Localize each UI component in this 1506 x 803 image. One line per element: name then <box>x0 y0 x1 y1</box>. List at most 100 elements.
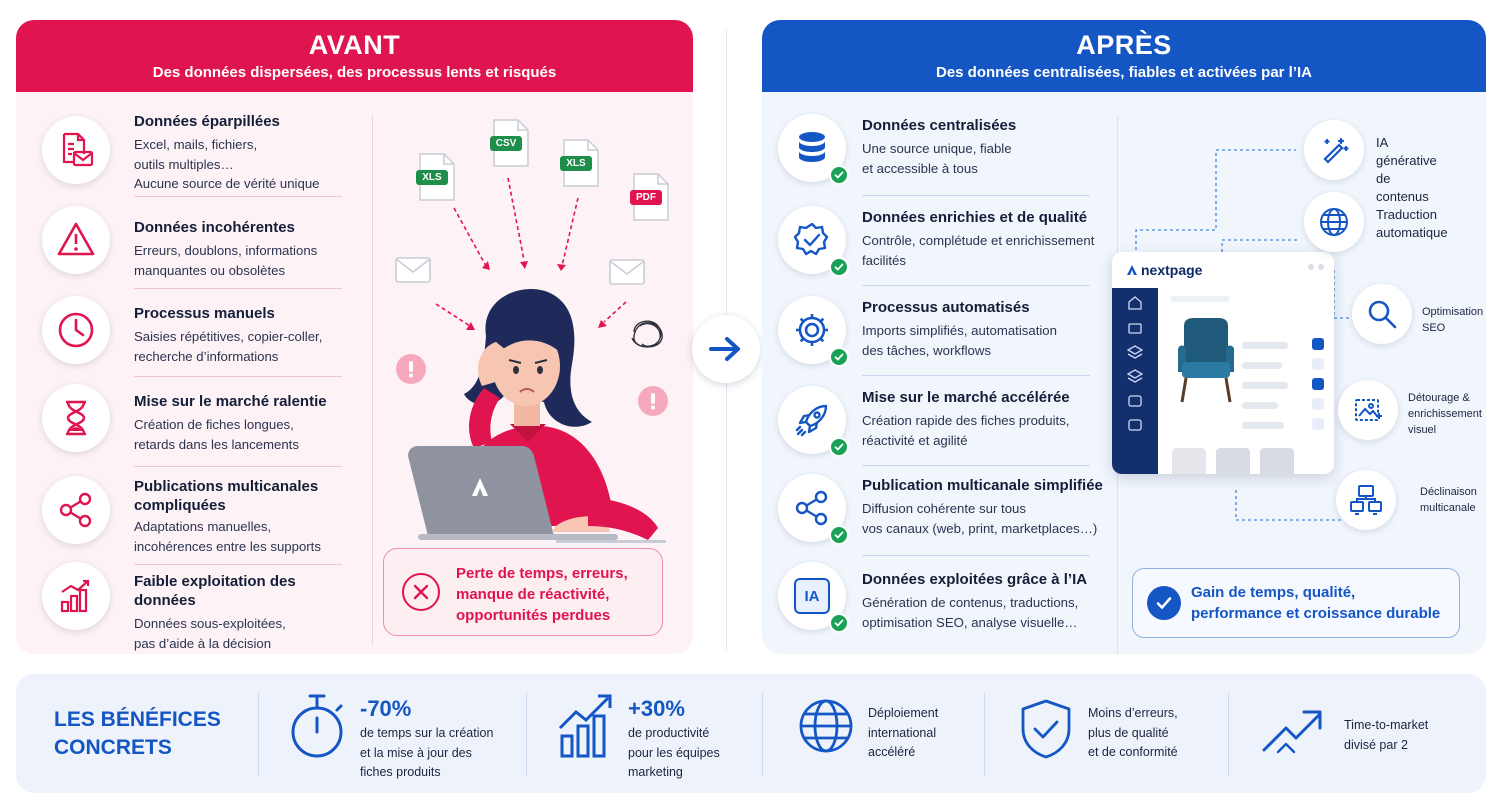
feature-label: Déclinaison multicanale <box>1420 486 1477 514</box>
benefit-quality: Moins d’erreurs, plus de qualité et de c… <box>1016 674 1216 793</box>
divider <box>134 376 342 377</box>
divider <box>862 555 1090 556</box>
item-desc: Une source unique, fiable et accessible … <box>862 141 1012 176</box>
item-desc: Création de fiches longues, retards dans… <box>134 417 299 452</box>
item-desc: Imports simplifiés, automatisation des t… <box>862 323 1057 358</box>
divider <box>134 196 342 197</box>
item-title: Données éparpillées <box>134 113 280 130</box>
shield-check-icon <box>1020 698 1072 765</box>
benefit-desc: de temps sur la création et la mise à jo… <box>360 726 494 779</box>
after-title: APRÈS <box>1076 30 1172 60</box>
benefit-desc: de productivité pour les équipes marketi… <box>628 726 720 779</box>
separator <box>1228 692 1229 776</box>
before-title: AVANT <box>308 30 401 60</box>
thumbnail-image-icon <box>1260 448 1294 474</box>
item-title: Données incohérentes <box>134 219 295 236</box>
benefit-desc: Déploiement international accéléré <box>868 706 939 759</box>
item-desc: Génération de contenus, traductions, opt… <box>862 595 1079 630</box>
divider <box>134 288 342 289</box>
item-desc: Erreurs, doublons, informations manquant… <box>134 243 318 278</box>
xls-file-icon: XLS <box>560 138 600 193</box>
item-desc: Adaptations manuelles, incohérences entr… <box>134 519 321 554</box>
logo-text: nextpage <box>1141 262 1203 278</box>
check-badge-icon <box>829 347 849 367</box>
gain-summary-box: Gain de temps, qualité, performance et c… <box>1132 568 1460 638</box>
mockup-sidebar <box>1112 288 1158 474</box>
benefit-time-to-market: Time-to-market divisé par 2 <box>1260 674 1470 793</box>
document-mail-icon <box>42 116 110 184</box>
after-header: APRÈS Des données centralisées, fiables … <box>762 20 1486 92</box>
item-title: Publications multicanales compliquées <box>134 478 319 514</box>
benefit-figure: +30% <box>628 696 685 721</box>
item-desc: Contrôle, complétude et enrichissement f… <box>862 233 1095 268</box>
globe-icon <box>798 698 854 759</box>
feature-label: Optimisation SEO <box>1422 306 1484 334</box>
before-subtitle: Des données dispersées, des processus le… <box>152 64 557 81</box>
file-label: PDF <box>630 190 662 205</box>
envelope-icon <box>395 257 431 283</box>
ai-chip-icon: IA <box>778 562 849 633</box>
check-badge-icon <box>829 437 849 457</box>
nextpage-logo: nextpage <box>1126 262 1202 278</box>
column-separator <box>372 116 373 644</box>
window-dots <box>1308 264 1324 270</box>
bar-chart-icon <box>42 562 110 630</box>
gain-summary-text: Gain de temps, qualité, performance et c… <box>1191 584 1441 622</box>
benefit-productivity: +30% de productivité pour les équipes ma… <box>552 674 772 793</box>
item-title: Processus automatisés <box>862 299 1030 316</box>
feature-label: Traduction automatique <box>1376 207 1448 240</box>
benefit-figure: -70% <box>360 696 412 721</box>
magic-wand-icon <box>1304 120 1364 180</box>
database-icon <box>778 114 849 185</box>
alert-bubble-icon <box>638 386 668 416</box>
item-title: Publication multicanale simplifiée <box>862 477 1103 494</box>
item-title: Mise sur le marché ralentie <box>134 393 327 410</box>
separator <box>526 692 527 776</box>
thumbnail-image-icon <box>1216 448 1250 474</box>
stopwatch-icon <box>288 692 346 767</box>
csv-file-icon: CSV <box>490 118 530 173</box>
growth-chart-icon <box>558 692 614 767</box>
ai-chip-label: IA <box>794 578 830 614</box>
envelope-icon <box>609 259 645 285</box>
item-desc: Saisies répétitives, copier-coller, rech… <box>134 329 323 364</box>
image-edit-icon <box>1338 380 1398 440</box>
check-badge-icon <box>829 525 849 545</box>
benefit-desc: Time-to-market divisé par 2 <box>1344 718 1429 752</box>
divider <box>862 375 1090 376</box>
divider <box>134 564 342 565</box>
loss-summary-text: Perte de temps, erreurs, manque de réact… <box>456 565 628 624</box>
benefits-title: LES BÉNÉFICES CONCRETS <box>54 708 221 759</box>
share-icon <box>778 474 849 545</box>
globe-icon <box>1304 192 1364 252</box>
arrow-right-icon <box>692 315 760 383</box>
check-circle-icon <box>1147 586 1181 620</box>
feature-label: Détourage & enrichissement visuel <box>1408 392 1482 436</box>
file-label: XLS <box>560 156 592 171</box>
after-subtitle: Des données centralisées, fiables et act… <box>935 64 1312 81</box>
item-title: Données enrichies et de qualité <box>862 209 1088 226</box>
xls-file-icon: XLS <box>416 152 456 207</box>
feature-label: IA générative de contenus <box>1376 135 1437 204</box>
item-title: Données centralisées <box>862 117 1017 134</box>
item-title: Mise sur le marché accélérée <box>862 389 1070 406</box>
before-panel: AVANT Des données dispersées, des proces… <box>16 20 693 654</box>
check-badge-icon <box>829 165 849 185</box>
item-title: Données exploitées grâce à l’IA <box>862 571 1088 588</box>
loss-summary-box: Perte de temps, erreurs, manque de réact… <box>383 548 663 636</box>
tangle-icon <box>631 320 663 348</box>
item-title: Faible exploitation des données <box>134 573 296 609</box>
item-desc: Diffusion cohérente sur tous vos canaux … <box>862 501 1098 536</box>
benefits-bar: LES BÉNÉFICES CONCRETS -70% de temps sur… <box>16 674 1486 793</box>
item-title: Processus manuels <box>134 305 275 322</box>
magnifier-icon <box>1352 284 1412 344</box>
before-header: AVANT Des données dispersées, des proces… <box>16 20 693 92</box>
gear-icon <box>778 296 849 367</box>
divider <box>862 465 1090 466</box>
after-panel: APRÈS Des données centralisées, fiables … <box>762 20 1486 654</box>
separator <box>762 692 763 776</box>
file-label: CSV <box>490 136 522 151</box>
multi-screen-icon <box>1336 470 1396 530</box>
share-icon <box>42 476 110 544</box>
benefit-international: Déploiement international accéléré <box>792 674 982 793</box>
